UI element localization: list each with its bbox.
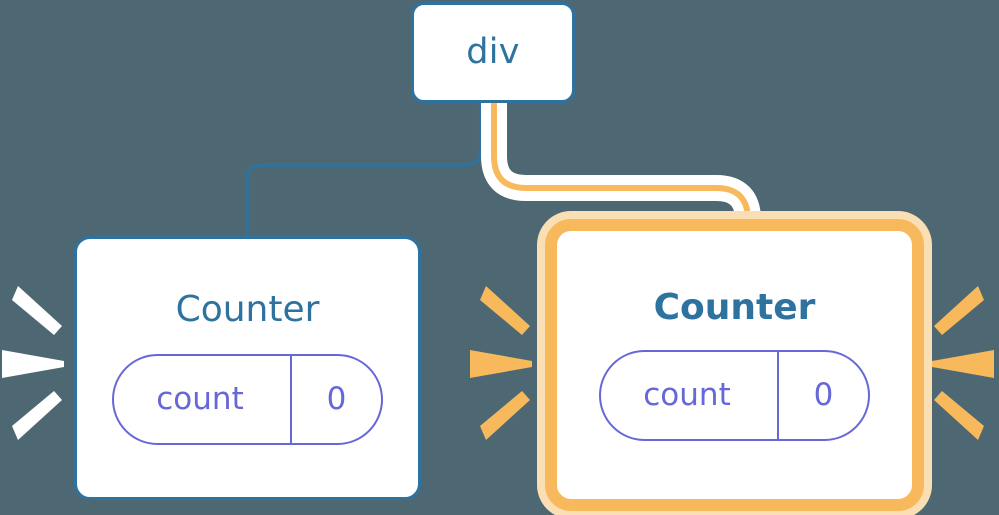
state-pill-counter-right: count 0 bbox=[599, 349, 870, 441]
edge-div-to-counter-left bbox=[245, 101, 483, 238]
state-key-label: count bbox=[156, 380, 244, 417]
state-value-label: 0 bbox=[290, 355, 381, 443]
edge-div-to-counter-right bbox=[491, 103, 751, 244]
node-counter-left-label: Counter bbox=[175, 288, 320, 330]
node-div[interactable]: div bbox=[411, 2, 575, 103]
node-counter-left[interactable]: Counter count 0 bbox=[74, 236, 421, 500]
state-key-label: count bbox=[643, 376, 731, 413]
node-counter-right[interactable]: Counter count 0 bbox=[545, 219, 924, 511]
node-div-label: div bbox=[466, 32, 520, 72]
state-pill-counter-left: count 0 bbox=[112, 353, 383, 445]
state-value-label: 0 bbox=[777, 351, 868, 439]
node-counter-right-label: Counter bbox=[653, 286, 816, 328]
